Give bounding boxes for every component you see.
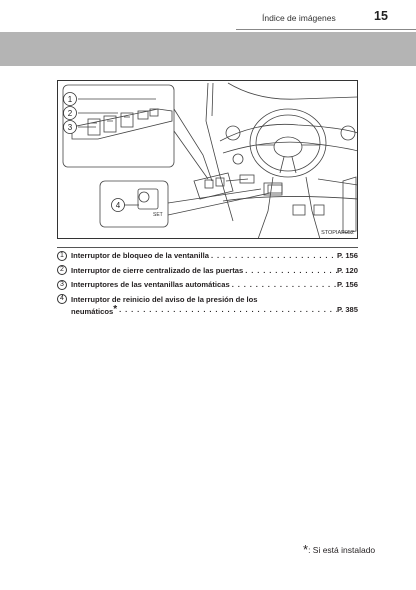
section-title: Índice de imágenes xyxy=(262,13,336,23)
item-number: 4 xyxy=(57,294,67,305)
callout-2: 2 xyxy=(68,109,73,118)
item-label-line-1: Interruptor de reinicio del aviso de la … xyxy=(71,294,258,304)
list-item: 4 Interruptor de reinicio del aviso de l… xyxy=(57,294,358,317)
footnote: *: Si está instalado xyxy=(303,542,375,557)
item-number: 1 xyxy=(57,250,67,261)
item-label: Interruptores de las ventanillas automát… xyxy=(71,280,230,290)
list-item: 2 Interruptor de cierre centralizado de … xyxy=(57,265,358,276)
header-band xyxy=(0,32,416,66)
figure-code: STOPIAP052 xyxy=(321,230,354,236)
item-label-line-2: neumáticos xyxy=(71,306,114,316)
page-reference: P. 156 xyxy=(337,251,358,260)
page-reference: P. 385 xyxy=(337,304,358,314)
interior-illustration: 1 2 3 4 SET STOPIAP052 xyxy=(57,80,358,239)
dot-leader xyxy=(230,280,337,290)
item-label: Interruptor de bloqueo de la ventanilla xyxy=(71,251,209,260)
page-reference: P. 120 xyxy=(337,265,358,275)
car-interior-drawing: 1 2 3 4 SET xyxy=(62,82,357,238)
item-list: 1 Interruptor de bloqueo de la ventanill… xyxy=(57,247,358,321)
page-reference: P. 156 xyxy=(337,280,358,290)
list-item: 3 Interruptores de las ventanillas autom… xyxy=(57,279,358,290)
dot-leader xyxy=(209,251,337,261)
header-divider xyxy=(236,29,416,30)
dot-leader xyxy=(243,266,337,276)
page-number: 15 xyxy=(374,9,388,23)
footnote-marker: * xyxy=(113,303,118,315)
footnote-text: : Si está instalado xyxy=(308,545,376,555)
list-item: 1 Interruptor de bloqueo de la ventanill… xyxy=(57,247,358,261)
item-number: 3 xyxy=(57,279,67,290)
dot-leader xyxy=(117,305,337,317)
callout-3: 3 xyxy=(68,123,73,132)
item-label: Interruptor de cierre centralizado de la… xyxy=(71,265,244,275)
footnote-star: * xyxy=(303,542,309,557)
callout-1: 1 xyxy=(68,95,73,104)
set-label: SET xyxy=(153,212,163,218)
item-number: 2 xyxy=(57,265,67,276)
callout-4: 4 xyxy=(116,201,121,210)
